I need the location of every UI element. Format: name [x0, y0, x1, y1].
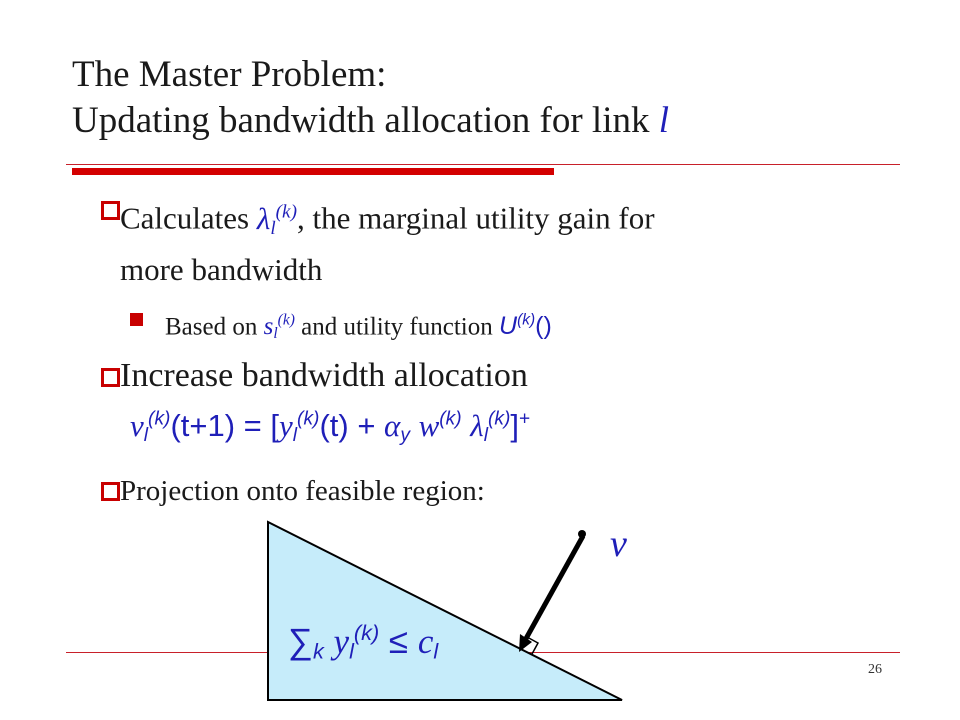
page-number: 26	[868, 662, 882, 677]
s-sub: l	[273, 325, 278, 343]
slide-title: The Master Problem: Updating bandwidth a…	[72, 52, 669, 144]
title-line-2-text: Updating bandwidth allocation for link	[72, 100, 650, 141]
update-equation: vl(k)(t+1) = [yl(k)(t) + αy w(k) λl(k)]+	[130, 408, 530, 447]
constraint-c-sub: l	[433, 638, 439, 664]
eq-v-sup: (k)	[148, 408, 171, 430]
sub-bullet-text-before: Based on	[165, 313, 258, 341]
bullet-projection: Projection onto feasible region:	[120, 475, 485, 507]
eq-y-sub: l	[292, 424, 298, 446]
eq-w-sup: (k)	[439, 408, 462, 430]
eq-lambda: λ	[470, 408, 484, 443]
eq-w: w	[418, 408, 440, 443]
title-line-2: Updating bandwidth allocation for link l	[72, 98, 669, 144]
title-divider	[66, 164, 900, 165]
u-sup: (k)	[517, 312, 536, 329]
u-char: U	[499, 312, 518, 341]
eq-t1: (t+1) = [	[170, 408, 279, 443]
eq-v-sub: l	[143, 424, 149, 446]
lambda-sup: (k)	[275, 201, 297, 222]
constraint-y-sub: l	[349, 638, 354, 664]
title-link-var: l	[658, 100, 670, 141]
eq-alpha: α	[384, 408, 401, 443]
constraint-y: y	[333, 622, 350, 662]
right-angle-marker	[526, 636, 540, 655]
bullet-1-line-2: more bandwidth	[120, 252, 323, 288]
u-function: U(k)()	[499, 312, 552, 340]
projection-arrow	[520, 534, 586, 646]
bullet-increase-allocation: Increase bandwidth allocation	[120, 357, 528, 394]
lambda-sub: l	[270, 217, 276, 239]
s-variable: sl(k)	[263, 312, 295, 343]
lambda-symbol: λl(k)	[256, 200, 297, 239]
point-v-label: v	[610, 523, 627, 565]
sum-sub: k	[312, 638, 324, 664]
eq-y: y	[279, 408, 293, 443]
eq-alpha-sub: y	[400, 424, 410, 446]
feasible-region-triangle	[267, 520, 623, 701]
eq-lambda-sub: l	[483, 424, 488, 446]
sub-bullet-text-mid: and utility function	[301, 313, 493, 341]
eq-lambda-sup: (k)	[488, 408, 511, 430]
lambda-char: λ	[256, 200, 271, 236]
eq-t: (t) +	[319, 408, 385, 443]
title-accent-bar	[72, 168, 554, 175]
title-line-1: The Master Problem:	[72, 54, 387, 95]
capacity-constraint: ∑k yl(k) ≤ cl	[288, 620, 438, 664]
s-char: s	[263, 313, 274, 341]
eq-close: ]	[510, 408, 520, 443]
bullet-hollow-square-icon	[101, 201, 120, 220]
sub-bullet-based-on: Based on sl(k) and utility function U(k)…	[165, 300, 552, 355]
sum-symbol: ∑	[288, 622, 313, 662]
eq-v: v	[130, 408, 144, 443]
u-paren: ()	[535, 312, 552, 341]
constraint-c: c	[417, 622, 434, 662]
constraint-leq: ≤	[379, 622, 418, 662]
eq-y-sup: (k)	[297, 408, 320, 430]
s-sup: (k)	[277, 312, 295, 329]
bullet-hollow-square-icon	[101, 482, 120, 501]
bullet-hollow-square-icon	[101, 368, 120, 387]
projection-arrowhead	[519, 634, 532, 652]
bullet-marginal-utility: Calculates λl(k), the marginal utility g…	[120, 191, 655, 291]
point-v-dot	[578, 530, 586, 538]
sub-bullet-square-icon	[130, 313, 143, 326]
eq-plus: +	[519, 408, 531, 430]
constraint-y-sup: (k)	[353, 620, 380, 645]
bullet-1-text-after: , the marginal utility gain for	[296, 200, 655, 236]
bullet-1-text-before: Calculates	[120, 200, 250, 236]
